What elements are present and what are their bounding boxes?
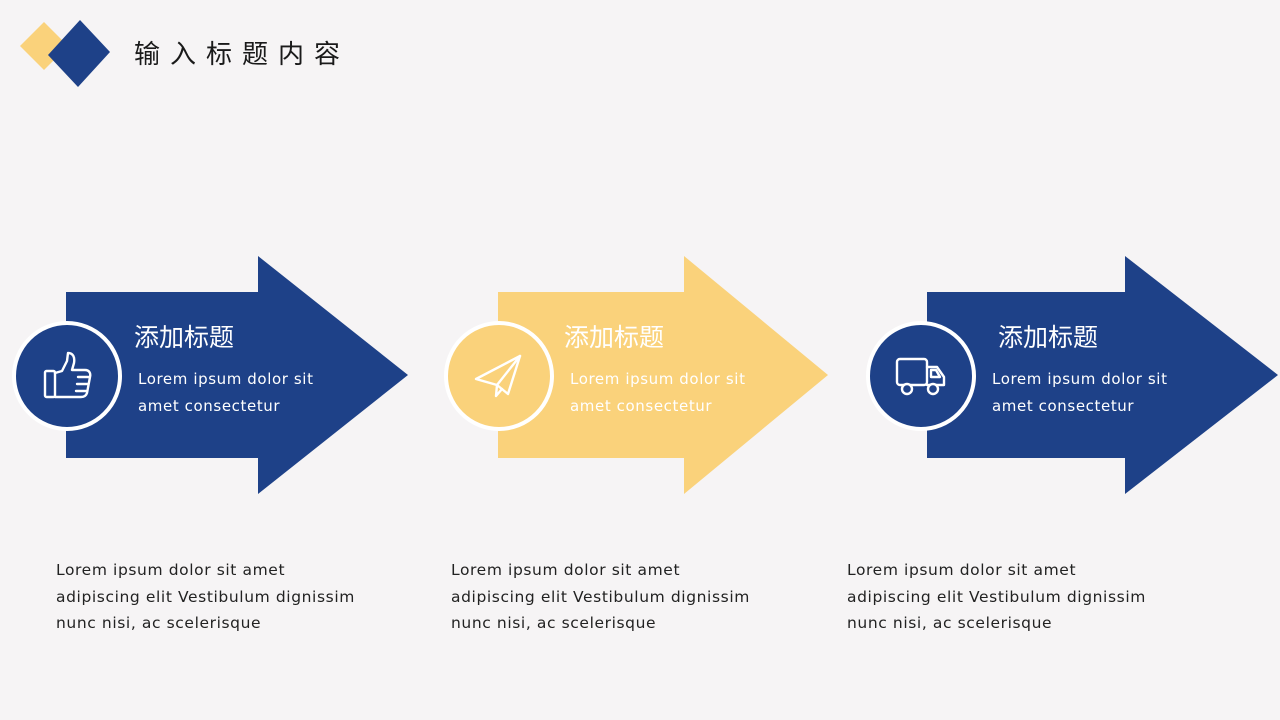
arrow-shape [498, 256, 828, 494]
logo-diamonds [20, 20, 110, 87]
step-2-title: 添加标题 [564, 323, 665, 352]
step-2-body: Lorem ipsum dolor sit amet adipiscing el… [451, 557, 750, 637]
body-line: Lorem ipsum dolor sit amet [56, 561, 286, 579]
thumbs-up-icon [43, 351, 92, 399]
arrow-shape [927, 256, 1278, 494]
step-2-arrow: 添加标题 Lorem ipsum dolor sit amet consecte… [444, 256, 874, 494]
desc-line: Lorem ipsum dolor sit [992, 370, 1168, 388]
step-3-arrow: 添加标题 Lorem ipsum dolor sit amet consecte… [866, 256, 1280, 494]
body-line: adipiscing elit Vestibulum dignissim [56, 587, 355, 606]
desc-line: amet consectetur [992, 397, 1135, 415]
step-2-icon-circle [444, 321, 554, 431]
body-line: nunc nisi, ac scelerisque [847, 614, 1053, 632]
truck-icon [895, 357, 946, 396]
desc-line: amet consectetur [570, 397, 713, 415]
step-3-icon-circle [866, 321, 976, 431]
step-2-desc: Lorem ipsum dolor sit amet consectetur [570, 366, 746, 420]
desc-line: amet consectetur [138, 397, 281, 415]
body-line: adipiscing elit Vestibulum dignissim [847, 587, 1146, 606]
page-title: 输入标题内容 [134, 40, 351, 70]
arrow-shape [66, 256, 408, 494]
step-3-body: Lorem ipsum dolor sit amet adipiscing el… [847, 557, 1146, 637]
body-line: Lorem ipsum dolor sit amet [451, 561, 681, 579]
step-3-desc: Lorem ipsum dolor sit amet consectetur [992, 366, 1168, 420]
paper-plane-icon [474, 354, 522, 398]
step-1-body: Lorem ipsum dolor sit amet adipiscing el… [56, 557, 355, 637]
step-1-icon-circle [12, 321, 122, 431]
step-3-title: 添加标题 [998, 323, 1099, 352]
step-1-desc: Lorem ipsum dolor sit amet consectetur [138, 366, 314, 420]
body-line: nunc nisi, ac scelerisque [56, 614, 262, 632]
body-line: nunc nisi, ac scelerisque [451, 614, 657, 632]
desc-line: Lorem ipsum dolor sit [570, 370, 746, 388]
body-line: adipiscing elit Vestibulum dignissim [451, 587, 750, 606]
body-line: Lorem ipsum dolor sit amet [847, 561, 1077, 579]
desc-line: Lorem ipsum dolor sit [138, 370, 314, 388]
step-1-title: 添加标题 [134, 323, 235, 352]
step-1-arrow: 添加标题 Lorem ipsum dolor sit amet consecte… [12, 256, 442, 494]
